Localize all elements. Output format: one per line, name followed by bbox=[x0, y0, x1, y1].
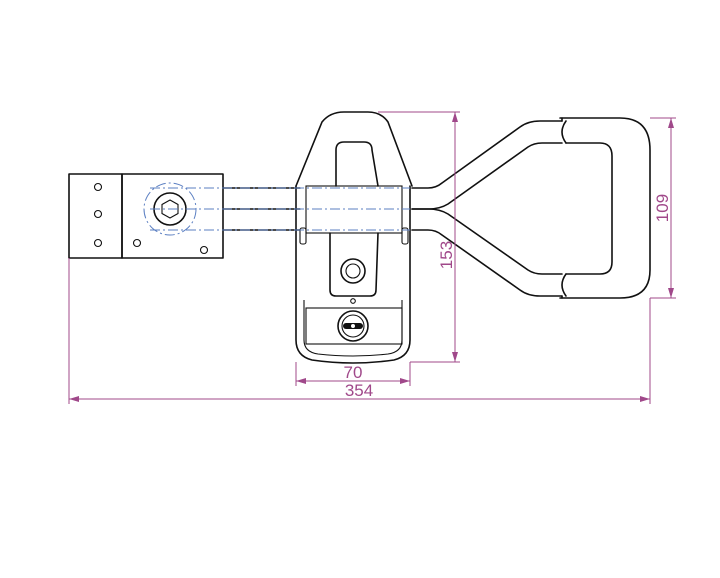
dimension-height-label: 153 bbox=[437, 241, 456, 269]
dimension-overall-label: 354 bbox=[345, 381, 373, 400]
dimension-overall: 354 bbox=[68, 258, 651, 404]
dimension-height: 153 bbox=[378, 111, 460, 363]
dimension-handle-label: 109 bbox=[653, 194, 672, 222]
centerlines bbox=[150, 187, 410, 231]
handle bbox=[411, 117, 651, 299]
lever-latch bbox=[329, 141, 379, 304]
dimension-body-width: 70 bbox=[295, 362, 411, 386]
dimension-body-width-label: 70 bbox=[344, 363, 363, 382]
dimension-handle: 109 bbox=[650, 117, 676, 299]
lock-cylinder bbox=[305, 307, 403, 345]
base-plate bbox=[68, 173, 224, 259]
lever-body bbox=[295, 111, 413, 364]
